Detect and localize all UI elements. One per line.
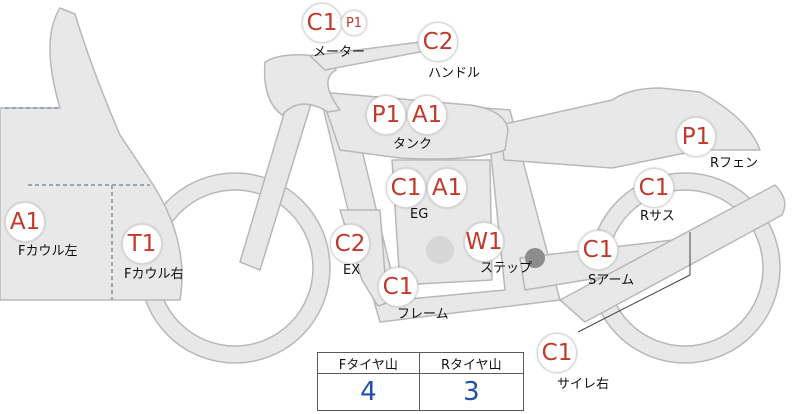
label-engine: EG [410,207,429,222]
rear-tyre-header: Rタイヤ山 [418,352,525,374]
badge-engine-c1[interactable]: C1 [386,168,426,208]
badge-exhaust-c2[interactable]: C2 [330,224,370,264]
label-handle: ハンドル [428,66,481,81]
label-exhaust: EX [343,263,361,278]
label-muffler-right: サイレ右 [557,377,610,392]
badge-meter-c1[interactable]: C1 [302,3,342,43]
label-f-cowl-left: Fカウル左 [18,244,78,259]
badge-handle-c2[interactable]: C2 [418,22,458,62]
label-rear-susp: Rサス [640,209,675,224]
rear-tyre-value: 3 [418,373,525,411]
front-tyre-header: Fタイヤ山 [317,352,420,374]
badge-tank-a1[interactable]: A1 [407,95,447,135]
label-swingarm: Sアーム [588,273,635,288]
badge-swingarm-c1[interactable]: C1 [578,230,618,270]
badge-engine-a1[interactable]: A1 [427,168,467,208]
muffler-shape [559,184,786,323]
badge-tank-p1[interactable]: P1 [366,95,406,135]
tyre-tread-table: Fタイヤ山 Rタイヤ山 4 3 [317,352,525,411]
label-f-cowl-right: Fカウル右 [124,267,184,282]
badge-meter-p1[interactable]: P1 [341,10,367,36]
label-frame: フレーム [397,307,449,322]
label-step: ステップ [480,261,533,276]
badge-f-cowl-right-t1[interactable]: T1 [122,224,162,264]
badge-muffler-right-c1[interactable]: C1 [537,333,577,373]
label-meter: メーター [313,45,366,60]
badge-frame-c1[interactable]: C1 [378,267,418,307]
badge-rear-fender-p1[interactable]: P1 [676,117,716,157]
badge-step-w1[interactable]: W1 [464,222,504,262]
label-tank: タンク [393,137,433,152]
label-rear-fender: Rフェン [710,156,759,171]
badge-rear-susp-c1[interactable]: C1 [634,168,674,208]
meter-shape [263,54,341,116]
badge-f-cowl-left-a1[interactable]: A1 [5,202,45,242]
front-tyre-value: 4 [317,373,420,411]
